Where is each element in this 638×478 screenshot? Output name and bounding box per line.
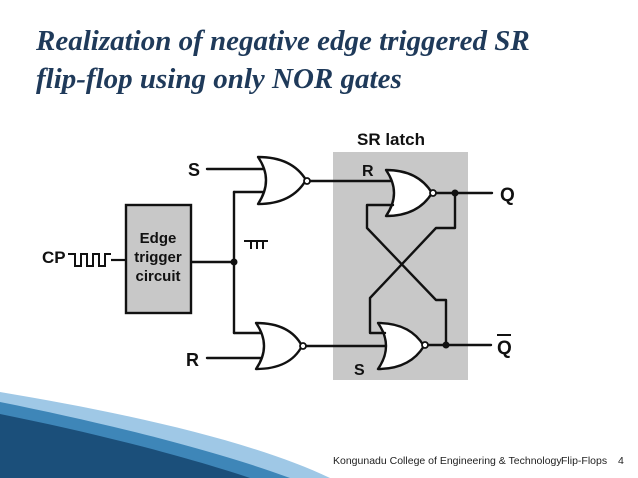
trigger-pulse-icon bbox=[244, 240, 268, 249]
title-line-1: Realization of negative edge triggered S… bbox=[36, 25, 530, 57]
bubble-lower-input bbox=[299, 342, 307, 350]
bubble-latch-lower bbox=[421, 341, 429, 349]
footer-organization: Kongunadu College of Engineering & Techn… bbox=[333, 455, 562, 467]
clock-waveform bbox=[68, 253, 111, 267]
edge-box-line-3: circuit bbox=[135, 268, 180, 285]
label-output-q: Q bbox=[500, 185, 515, 206]
title-line-2: flip-flop using only NOR gates bbox=[36, 63, 402, 95]
label-latch-r: R bbox=[362, 163, 374, 180]
edge-trigger-box bbox=[124, 203, 193, 315]
wire-cross-q bbox=[368, 191, 457, 335]
label-input-s: S bbox=[188, 160, 200, 180]
slide-title: Realization of negative edge triggered S… bbox=[36, 22, 616, 98]
decorative-wave-dark bbox=[0, 414, 250, 478]
edge-box-line-1: Edge bbox=[140, 230, 177, 247]
junction-trigger bbox=[230, 258, 238, 266]
label-clock-cp: CP bbox=[42, 248, 66, 267]
bubble-upper-input bbox=[303, 177, 311, 185]
edge-box-line-2: trigger bbox=[134, 249, 182, 266]
wire-cross-qbar bbox=[365, 203, 448, 347]
junction-q bbox=[451, 189, 459, 197]
footer-topic: Flip-Flops bbox=[561, 455, 608, 467]
nor-gate-upper-input bbox=[256, 155, 308, 206]
bubble-latch-upper bbox=[429, 189, 437, 197]
label-sr-latch: SR latch bbox=[357, 130, 425, 149]
nor-gate-latch-upper bbox=[384, 168, 434, 218]
nor-gate-lower-input bbox=[254, 321, 304, 371]
label-input-r: R bbox=[186, 350, 199, 370]
label-output-qbar: Q bbox=[497, 338, 512, 359]
nor-gate-latch-lower bbox=[376, 321, 426, 371]
junction-qbar bbox=[442, 341, 450, 349]
footer-page-number: 4 bbox=[618, 455, 624, 467]
label-latch-s: S bbox=[354, 362, 365, 379]
